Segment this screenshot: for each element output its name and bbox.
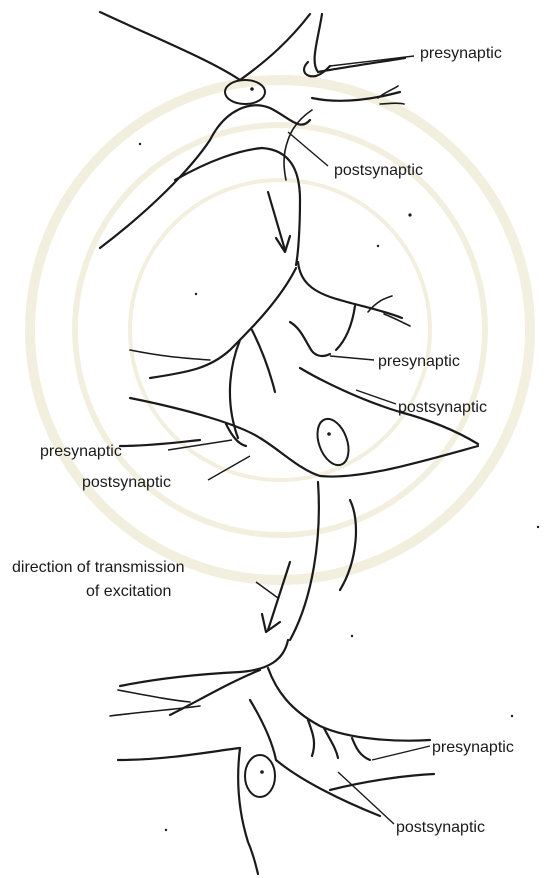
watermark-seal: [30, 80, 530, 580]
neuron-1-postsynaptic-membrane: [284, 110, 312, 180]
neuron-3-nucleolus: [260, 770, 264, 774]
label-postsynaptic-2: postsynaptic: [398, 399, 487, 416]
leader-presynaptic-4: [372, 746, 430, 760]
label-postsynaptic-3: postsynaptic: [82, 474, 171, 491]
label-presynaptic-3: presynaptic: [40, 443, 122, 460]
neuron-2-nucleus: [312, 415, 355, 470]
neuron-2-nucleolus: [327, 432, 331, 436]
neuron-2-presynaptic-knob-upper: [290, 322, 330, 356]
label-postsynaptic-4: postsynaptic: [396, 819, 485, 836]
label-direction-line2: of excitation: [86, 583, 171, 600]
leader-postsynaptic-2: [356, 390, 396, 404]
neuron-3-dendrite-branch: [110, 690, 200, 716]
neuron-3-nucleus: [245, 755, 275, 797]
label-direction-line1: direction of transmission: [12, 559, 185, 576]
label-presynaptic-2: presynaptic: [378, 353, 460, 370]
leader-presynaptic-2: [330, 356, 374, 360]
label-postsynaptic-1: postsynaptic: [334, 162, 423, 179]
neuron-3-synaptic-knobs: [308, 720, 370, 760]
leader-postsynaptic-1: [288, 132, 328, 166]
neuron-1-nucleolus: [250, 87, 254, 91]
label-presynaptic-1: presynaptic: [420, 45, 502, 62]
direction-arrow-1: [268, 192, 290, 252]
neuron-2-axon: [290, 482, 319, 640]
leader-presynaptic-1: [330, 56, 414, 66]
label-presynaptic-4: presynaptic: [432, 739, 514, 756]
